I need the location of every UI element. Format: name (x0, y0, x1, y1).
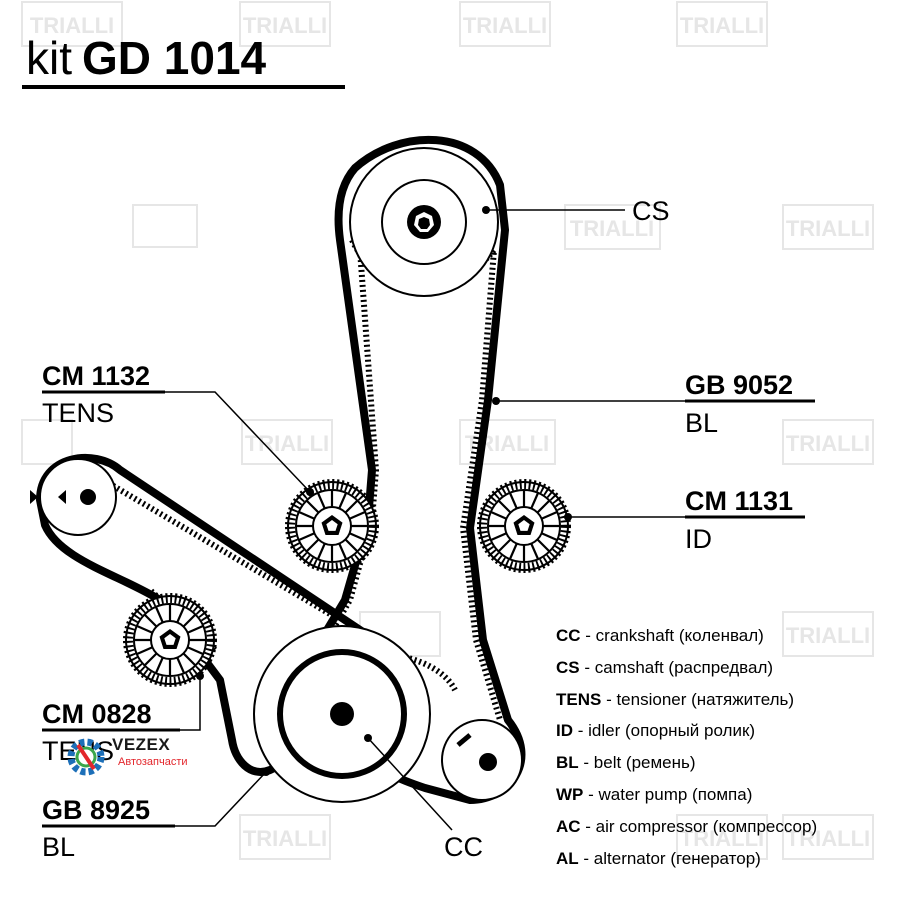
legend-text: - camshaft (распредвал) (579, 657, 774, 677)
legend-item: ID - idler (опорный ролик) (556, 715, 817, 747)
legend-item: WP - water pump (помпа) (556, 779, 817, 811)
legend-text: - belt (ремень) (578, 753, 696, 773)
watermark-text: TRIALLI (245, 431, 329, 456)
watermark-text: TRIALLI (243, 826, 327, 851)
camshaft-pulley (349, 147, 499, 297)
legend-text: - tensioner (натяжитель) (601, 689, 795, 709)
left-pulley (30, 458, 117, 536)
idler-cm1131-pulley (480, 482, 568, 570)
title-underline (22, 85, 345, 89)
watermark-text: TRIALLI (786, 623, 870, 648)
cm1131-code-label: CM 1131 (685, 486, 794, 516)
legend-abbr: BL (556, 753, 579, 773)
legend-text: - water pump (помпа) (583, 784, 753, 804)
label-underlines (42, 390, 815, 828)
idler-small-pulley (441, 719, 523, 801)
cm1132-code-label: CM 1132 (42, 361, 151, 391)
cm1132-type-label: TENS (42, 398, 115, 428)
play-arrow-icon (30, 490, 38, 504)
rewind-icon (58, 490, 66, 504)
abbreviation-legend: CC - crankshaft (коленвал) CS - camshaft… (556, 620, 817, 874)
kit-title-code: GD 1014 (82, 32, 267, 84)
legend-item: AC - air compressor (компрессор) (556, 811, 817, 843)
legend-item: BL - belt (ремень) (556, 747, 817, 779)
gear-logo-icon (67, 738, 105, 776)
secondary-belt (36, 454, 419, 776)
gb8925-type-label: BL (42, 832, 76, 862)
legend-text: - idler (опорный ролик) (573, 721, 756, 741)
gb9052-type-label: BL (685, 408, 719, 438)
legend-text: - alternator (генератор) (578, 848, 761, 868)
legend-text: - crankshaft (коленвал) (580, 626, 764, 645)
legend-abbr: WP (556, 784, 584, 804)
vezex-name: VEZEX (112, 735, 171, 754)
crankshaft-pulley (253, 625, 431, 803)
legend-abbr: CS (556, 657, 580, 677)
legend-text: - air compressor (компрессор) (580, 816, 818, 836)
legend-item: TENS - tensioner (натяжитель) (556, 684, 817, 716)
legend-item: AL - alternator (генератор) (556, 843, 817, 875)
watermark-text: TRIALLI (570, 216, 654, 241)
leader-dots (196, 206, 572, 776)
watermark-text: TRIALLI (786, 826, 870, 851)
watermark-text: TRIALLI (786, 431, 870, 456)
watermark-text: TRIALLI (680, 13, 764, 38)
kit-title-prefix: kit (26, 32, 72, 84)
gb9052-code-label: GB 9052 (685, 370, 794, 400)
watermark-text: TRIALLI (786, 216, 870, 241)
legend-abbr: ID (556, 721, 573, 741)
legend-abbr: TENS (556, 689, 602, 709)
cc-label: CC (444, 832, 483, 862)
watermark-text: TRIALLI (680, 826, 764, 851)
tensioner-cm1132-pulley (288, 482, 376, 570)
tensioner-cm0828-pulley (126, 596, 214, 684)
watermark-text: TRIALLI (243, 13, 327, 38)
cs-label: CS (632, 196, 670, 226)
vezex-logo: VEZEX Автозапчасти (64, 735, 204, 776)
watermark-text: TRIALLI (30, 13, 114, 38)
gb8925-code-label: GB 8925 (42, 795, 151, 825)
legend-abbr: AL (556, 848, 579, 868)
legend-item: CC - crankshaft (коленвал) (556, 620, 817, 652)
legend-item: CS - camshaft (распредвал) (556, 652, 817, 684)
legend-abbr: CC (556, 626, 581, 645)
vezex-subtitle: Автозапчасти (118, 756, 188, 768)
watermark-text: TRIALLI (463, 13, 547, 38)
legend-abbr: AC (556, 816, 581, 836)
cm0828-code-label: CM 0828 (42, 699, 152, 729)
cm1131-type-label: ID (685, 524, 712, 554)
